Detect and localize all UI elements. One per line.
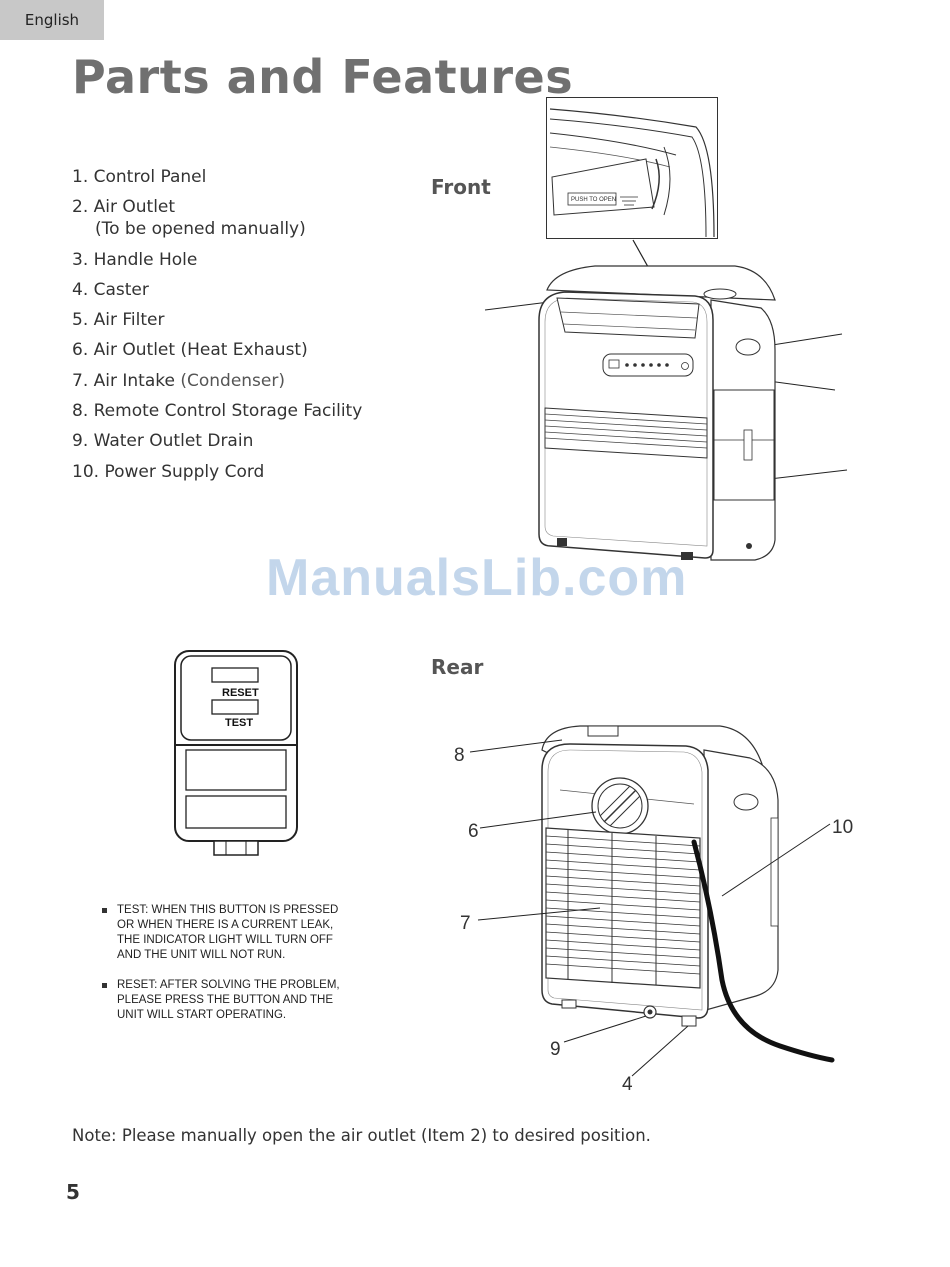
callout-10: 10: [832, 817, 853, 838]
front-inset-diagram: PUSH TO OPEN: [546, 97, 718, 239]
plug-diagram: RESET TEST: [174, 650, 298, 856]
test-label: TEST: [225, 717, 253, 729]
callout-6: 6: [468, 821, 479, 842]
footnote: Note: Please manually open the air outle…: [72, 1126, 651, 1145]
list-item: RESET: After solving the problem, please…: [102, 978, 352, 1023]
list-item: 9. Water Outlet Drain: [72, 431, 254, 452]
rear-section-label: Rear: [431, 655, 484, 679]
callout-8: 8: [454, 745, 465, 766]
callout-9: 9: [550, 1039, 561, 1060]
page-number: 5: [66, 1180, 80, 1204]
watermark: ManualsLib.com: [266, 549, 688, 607]
list-item: 3. Handle Hole: [72, 249, 198, 270]
reset-label: RESET: [222, 687, 259, 699]
list-item: 5. Air Filter: [72, 310, 165, 331]
list-item: 1. Control Panel: [72, 167, 207, 187]
list-item: 7. Air Intake (Condenser): [72, 370, 285, 391]
callout-7: 7: [460, 913, 471, 934]
list-item: 10. Power Supply Cord: [72, 461, 265, 482]
list-item: 2. Air Outlet(To be opened manually): [72, 197, 306, 240]
list-item: 6. Air Outlet (Heat Exhaust): [72, 340, 308, 361]
list-item: 8. Remote Control Storage Facility: [72, 401, 363, 422]
list-item: TEST: When this button is pressed or whe…: [102, 903, 352, 963]
language-tab: English: [0, 0, 104, 40]
reset-test-notes: TEST: When this button is pressed or whe…: [102, 903, 352, 1038]
list-item: 4. Caster: [72, 279, 149, 300]
front-unit-diagram: [484, 239, 848, 561]
callout-4: 4: [622, 1074, 633, 1095]
parts-list: 1. Control Panel 2. Air Outlet(To be ope…: [72, 166, 362, 491]
front-section-label: Front: [431, 175, 491, 199]
push-to-open-label: PUSH TO OPEN: [571, 197, 616, 203]
page-title: Parts and Features: [72, 50, 574, 104]
rear-unit-diagram: 8 6 7 9 4 10: [454, 725, 853, 1095]
